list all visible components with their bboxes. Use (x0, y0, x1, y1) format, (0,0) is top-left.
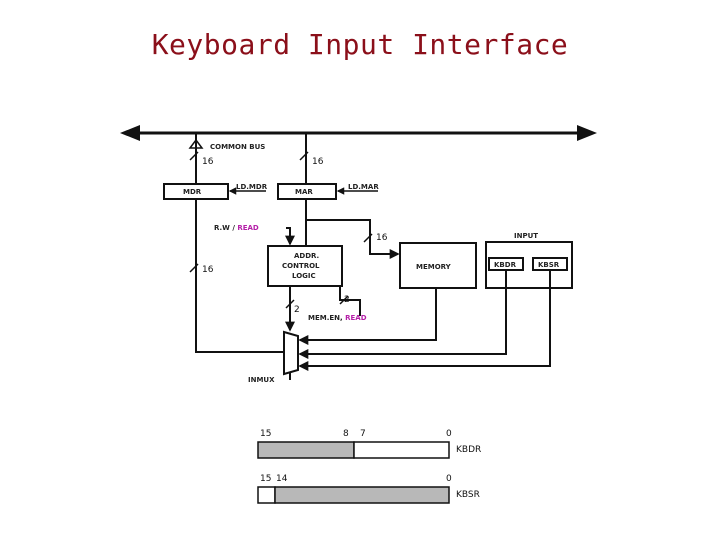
addr-control-line3: LOGIC (292, 272, 316, 280)
kbsr-ready-bit (257, 486, 276, 504)
control-wires (285, 286, 361, 332)
kbdr-register-layout: 15 8 7 0 KBDR (257, 429, 481, 459)
memen-read-label: READ (345, 314, 367, 322)
kbdr-name: KBDR (456, 445, 481, 455)
rw-label: R.W / (214, 224, 237, 232)
input-label: INPUT (514, 232, 538, 240)
mar-label: MAR (295, 188, 313, 196)
kbdr-bit-15: 15 (260, 429, 271, 439)
mdr-data-wires (189, 199, 298, 353)
svg-text:MEM.EN, READ: MEM.EN, READ (308, 314, 367, 322)
kbdr-bit-7: 7 (360, 429, 366, 439)
kbsr-bit-14: 14 (276, 474, 288, 484)
memen-label: MEM.EN, (308, 314, 345, 322)
bus-width-mar: 16 (312, 157, 324, 167)
mdr-data-width: 16 (202, 265, 214, 275)
mux-input-wires (298, 270, 551, 371)
inmux-label: INMUX (248, 376, 275, 384)
kbsr-bit-15: 15 (260, 474, 271, 484)
addr-control-line2: CONTROL (282, 262, 320, 270)
mux-select-width: 2 (294, 305, 300, 315)
kbdr-box-label: KBDR (494, 261, 517, 269)
kbdr-data-field (353, 441, 450, 459)
addr-control-line1: ADDR. (294, 252, 319, 260)
rw-wire (285, 227, 295, 246)
svg-text:R.W / READ: R.W / READ (214, 224, 259, 232)
address-width: 16 (376, 233, 388, 243)
kbsr-bit-0: 0 (446, 474, 452, 484)
common-bus-label: COMMON BUS (210, 143, 265, 151)
ld-mdr-label: LD.MDR (236, 183, 268, 191)
kbsr-box-label: KBSR (538, 261, 560, 269)
mdr-label: MDR (183, 188, 202, 196)
kbdr-upper-bits-field (257, 441, 355, 459)
kbdr-bit-0: 0 (446, 429, 452, 439)
slide-title: Keyboard Input Interface (151, 28, 569, 61)
memen-width: 2 (344, 295, 350, 305)
memory-label: MEMORY (416, 263, 452, 271)
bus-width-mdr: 16 (202, 157, 214, 167)
kbsr-register-layout: 15 14 0 KBSR (257, 474, 480, 504)
kbdr-bit-8: 8 (343, 429, 349, 439)
address-wires (305, 199, 400, 259)
input-mux (283, 330, 299, 376)
memory-block (399, 242, 477, 289)
rw-read-label: READ (237, 224, 259, 232)
common-bus (120, 125, 597, 141)
kbsr-name: KBSR (456, 490, 480, 500)
address-control-logic (267, 245, 343, 287)
ld-mar-label: LD.MAR (348, 183, 379, 191)
kbsr-unused-field (274, 486, 450, 504)
bus-wires (189, 133, 309, 184)
